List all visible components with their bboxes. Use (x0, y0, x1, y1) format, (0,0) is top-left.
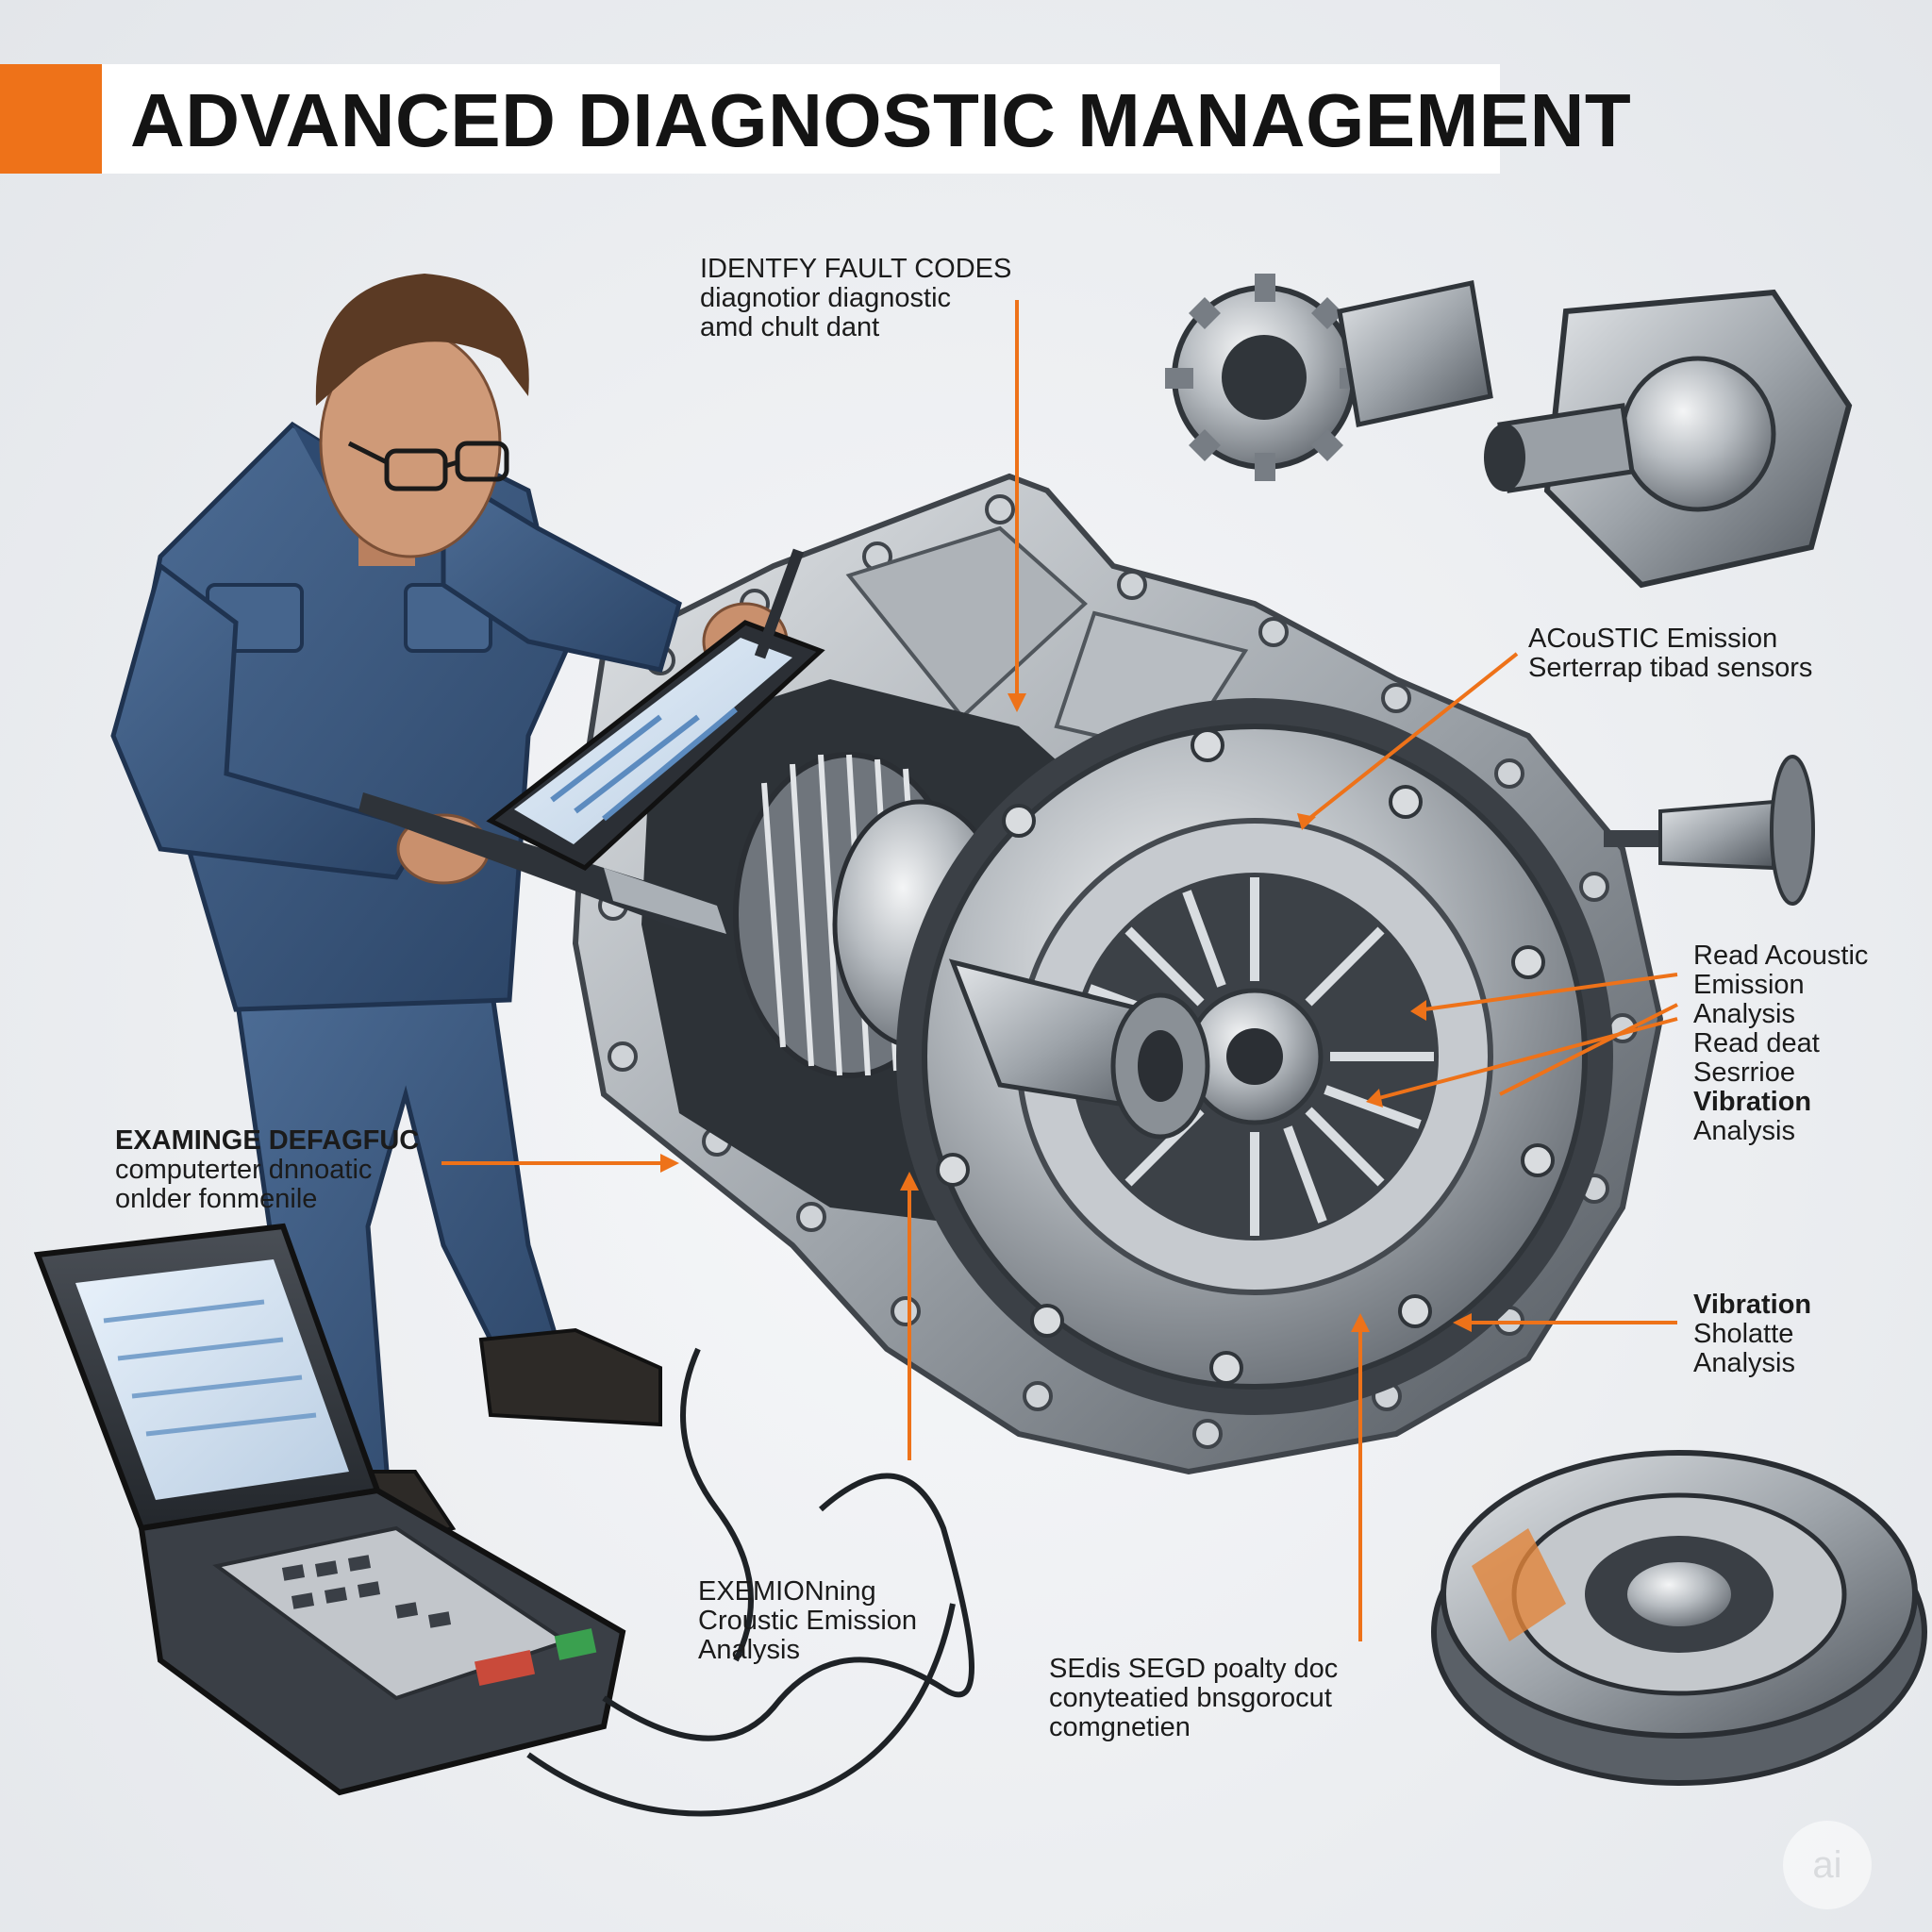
technician-figure (110, 274, 789, 1550)
title-box: ADVANCED DIAGNOSTIC MANAGEMENT (102, 64, 1631, 174)
page-title: ADVANCED DIAGNOSTIC MANAGEMENT (130, 78, 1632, 162)
clutch-assembly (896, 698, 1613, 1415)
transmission-cutaway (572, 473, 1664, 1475)
flywheel-gear (1431, 1450, 1927, 1786)
callout-leader-lines (441, 300, 1678, 1641)
callout-identify-fault-codes: IDENTFY FAULT CODES diagnotior diagnosti… (700, 254, 1012, 342)
title-accent-block (0, 64, 102, 174)
callout-arrowheads (660, 693, 1472, 1332)
callout-seals: SEdis SEGD poalty doc conyteatied bnsgor… (1049, 1654, 1339, 1742)
watermark-badge: ai (1783, 1821, 1872, 1909)
diagnostic-tablet (486, 548, 825, 872)
callout-read-acoustic-emission: Read Acoustic Emission Analysis Read dea… (1693, 941, 1869, 1146)
gear-pinion (1165, 274, 1493, 481)
callout-examine: EXAMINGE DEFAGFUC computerter dnnoatic o… (115, 1125, 420, 1214)
shaft (1604, 755, 1815, 906)
diagnostic-probe (358, 792, 726, 934)
callout-examining-croustic: EXEMIONning Croustic Emission Analysis (698, 1576, 918, 1665)
callout-vibration-analysis: Vibration Sholatte Analysis (1693, 1290, 1812, 1378)
output-shaft (948, 958, 1210, 1140)
bearing-housing (1484, 289, 1853, 589)
diagnostic-scanner (33, 1223, 974, 1817)
callout-acoustic-emission-sensors: ACouSTIC Emission Serterrap tibad sensor… (1528, 624, 1813, 683)
